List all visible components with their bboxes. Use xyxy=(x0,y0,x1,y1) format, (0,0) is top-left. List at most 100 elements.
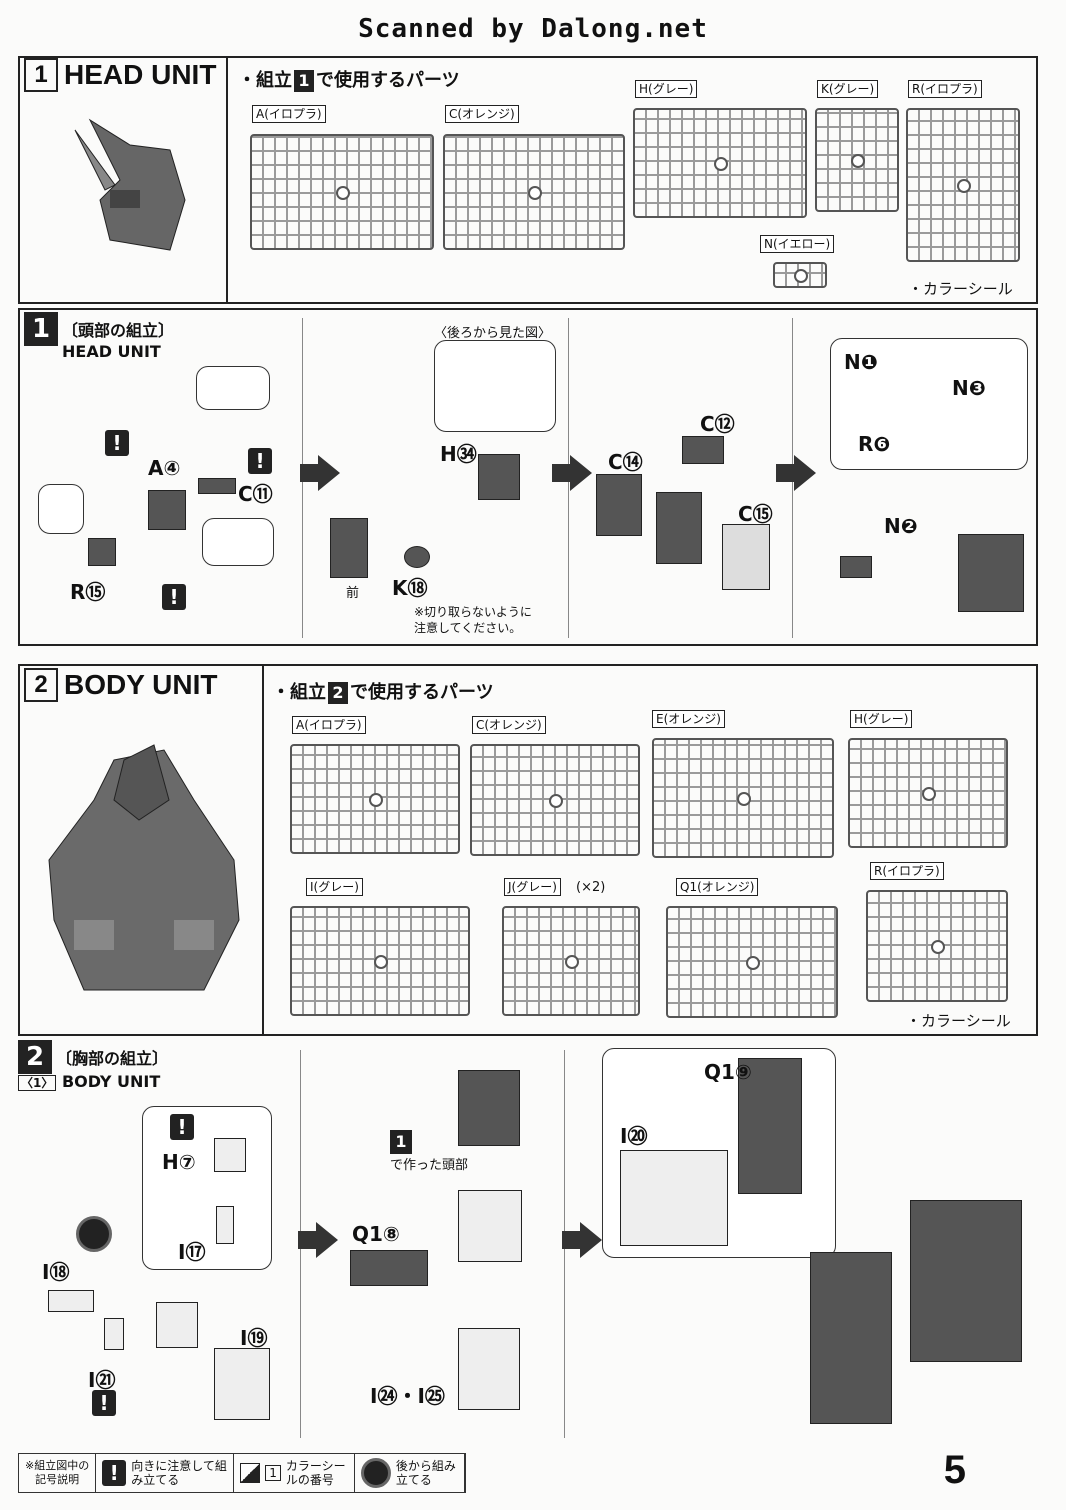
section2-title: 2 BODY UNIT xyxy=(24,668,218,702)
label-i20: I⑳ xyxy=(620,1124,648,1148)
runner2-j xyxy=(502,906,640,1016)
back-assemble-icon xyxy=(360,1458,391,1488)
section2-number: 2 xyxy=(24,668,58,702)
label-q1-8: Q1⑧ xyxy=(352,1222,400,1246)
runner2-label-i: I(グレー) xyxy=(306,878,363,896)
runner2-label-c: C(オレンジ) xyxy=(472,716,546,734)
part-i24-25 xyxy=(458,1328,520,1410)
label-a4: A④ xyxy=(148,456,181,480)
warning-icon: ! xyxy=(248,448,272,474)
part-head-ref xyxy=(458,1070,520,1146)
runner2-label-h: H(グレー) xyxy=(850,710,913,728)
step-arrow-5 xyxy=(562,1222,602,1258)
runner-label-n: N(イエロー) xyxy=(760,235,835,253)
part-body-assembled xyxy=(810,1252,892,1424)
detail-bubble-2 xyxy=(38,484,84,534)
section1-seal-label: ・カラーシール xyxy=(908,280,1013,298)
step2-subtitle: 〈1〉 BODY UNIT xyxy=(18,1072,160,1091)
section2-title-text: BODY UNIT xyxy=(64,669,218,700)
runner-a xyxy=(250,134,434,250)
back-view-bubble xyxy=(434,340,556,432)
runner2-i xyxy=(290,906,470,1016)
head-unit-illustration xyxy=(74,118,186,251)
section1-title-text: HEAD UNIT xyxy=(64,59,217,90)
runner-label-r: R(イロプラ) xyxy=(908,80,982,98)
detail-bubble-h7 xyxy=(142,1106,272,1270)
part-i18 xyxy=(48,1290,94,1312)
step2-title: 2 〔胸部の組立〕 xyxy=(18,1040,168,1074)
step-arrow-1 xyxy=(300,455,340,491)
legend-title: ※組立図中の記号説明 xyxy=(19,1454,97,1492)
back-view-caption: 〈後ろから見た図〉 xyxy=(434,326,552,341)
section2-seal-label: ・カラーシール xyxy=(906,1012,1011,1030)
seal-icon xyxy=(240,1463,261,1483)
legend-footer: ※組立図中の記号説明 ! 向きに注意して組み立てる 1 カラーシールの番号 後か… xyxy=(18,1453,466,1493)
part-h34 xyxy=(478,454,520,500)
warning-icon: ! xyxy=(162,584,186,610)
legend-item-later: 後から組み立てる xyxy=(355,1454,465,1492)
step2-number: 2 xyxy=(18,1040,52,1074)
part-i17 xyxy=(216,1206,234,1244)
section1-divider xyxy=(226,56,228,304)
label-c11: C⑪ xyxy=(238,482,273,506)
runner2-r xyxy=(866,890,1008,1002)
runner2-label-r: R(イロプラ) xyxy=(870,862,944,880)
detail-bubble-1 xyxy=(196,366,270,410)
part-head-core xyxy=(656,492,702,564)
section1-title: 1 HEAD UNIT xyxy=(24,58,216,92)
part-i21 xyxy=(104,1318,124,1350)
step1-box xyxy=(18,308,1038,646)
part-neck-block xyxy=(458,1190,522,1262)
section1-header-box xyxy=(18,56,1038,304)
section2-parts-num: 2 xyxy=(328,682,348,704)
part-r15 xyxy=(88,538,116,566)
part-head-assembled xyxy=(958,534,1024,612)
label-c14: C⑭ xyxy=(608,450,643,474)
part-backpack xyxy=(910,1200,1022,1362)
label-i18: I⑱ xyxy=(42,1260,70,1284)
part-antenna xyxy=(840,556,872,578)
runner-label-k: K(グレー) xyxy=(817,80,879,98)
part-c14 xyxy=(596,474,642,536)
label-i24-25: I㉔・I㉕ xyxy=(370,1384,445,1408)
front-label: 前 xyxy=(346,586,360,601)
runner-h xyxy=(633,108,807,218)
detail-bubble-3 xyxy=(202,518,274,566)
label-i19: I⑲ xyxy=(240,1326,268,1350)
runner-k xyxy=(815,108,899,212)
runner2-q1 xyxy=(666,906,838,1018)
legend-item-seal: 1 カラーシールの番号 xyxy=(234,1454,355,1492)
part-head-base xyxy=(330,518,368,578)
label-r15: R⑮ xyxy=(70,580,106,604)
label-r6: R❻ xyxy=(858,432,891,456)
cut-note: ※切り取らないように注意してください。 xyxy=(414,605,532,635)
runner-label-a: A(イロプラ) xyxy=(252,105,326,123)
label-n3: N❸ xyxy=(952,376,986,400)
legend-item-orientation: ! 向きに注意して組み立てる xyxy=(96,1454,235,1492)
scan-header: Scanned by Dalong.net xyxy=(358,14,708,44)
section1-parts-num: 1 xyxy=(294,70,314,92)
part-q1-9 xyxy=(738,1058,802,1194)
warning-icon: ! xyxy=(92,1390,116,1416)
step-arrow-3 xyxy=(776,455,816,491)
part-i19 xyxy=(214,1348,270,1420)
runner2-label-j: J(グレー) xyxy=(504,878,561,896)
label-n1: N❶ xyxy=(844,350,878,374)
runner-c xyxy=(443,134,625,250)
part-k18 xyxy=(404,546,430,568)
runner2-e xyxy=(652,738,834,858)
part-i20 xyxy=(620,1150,728,1246)
back-assemble-icon xyxy=(76,1216,112,1252)
section1-number: 1 xyxy=(24,58,58,92)
label-h34: H㉞ xyxy=(440,442,477,466)
runner2-a xyxy=(290,744,460,854)
runner2-h xyxy=(848,738,1008,848)
step-arrow-2 xyxy=(552,455,592,491)
label-q1-9: Q1⑨ xyxy=(704,1060,752,1084)
body-unit-illustration xyxy=(48,744,240,991)
label-c12: C⑫ xyxy=(700,412,735,436)
runner-n xyxy=(773,262,827,288)
warning-icon: ! xyxy=(102,1460,127,1486)
